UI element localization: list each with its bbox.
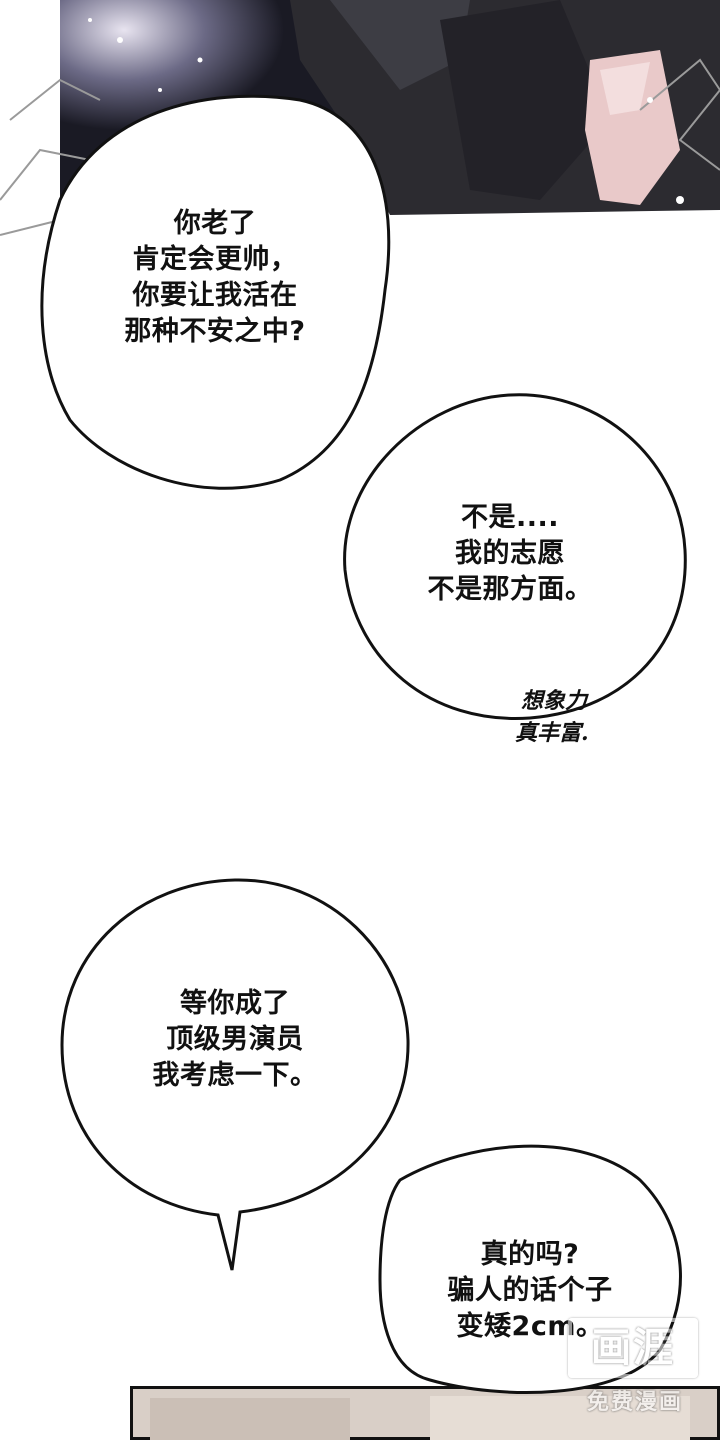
bottom-comic-panel bbox=[130, 1386, 720, 1440]
watermark: 画涯 免费漫画 bbox=[560, 1318, 710, 1430]
comic-artwork-scene bbox=[130, 1386, 720, 1440]
bubble-2-line-1: 不是.... bbox=[460, 502, 560, 533]
handwritten-aside-line-1: 想象力 bbox=[521, 688, 588, 714]
bubble-1-line-1: 你老了 bbox=[173, 208, 257, 239]
watermark-subtitle: 免费漫画 bbox=[586, 1390, 683, 1415]
bubble-2-text: 不是.... 我的志愿 不是那方面。 bbox=[400, 500, 620, 608]
bubble-3-line-3: 我考虑一下。 bbox=[152, 1060, 318, 1091]
bubble-4-line-2: 骗人的话个子 bbox=[447, 1275, 613, 1306]
bubble-4-line-1: 真的吗? bbox=[480, 1239, 580, 1270]
bubble-2-line-3: 不是那方面。 bbox=[427, 574, 593, 605]
top-comic-panel bbox=[0, 0, 720, 240]
handwritten-aside-line-2: 真丰富. bbox=[515, 720, 589, 746]
bubble-3-line-2: 顶级男演员 bbox=[166, 1024, 304, 1055]
bubble-1-line-2: 肯定会更帅， bbox=[132, 244, 298, 275]
handwritten-aside: 想象力 真丰富. bbox=[515, 685, 645, 749]
bubble-3-line-1: 等你成了 bbox=[180, 988, 290, 1019]
bubble-4-line-3: 变矮2cm。 bbox=[456, 1311, 604, 1342]
bubble-1-line-3: 你要让我活在 bbox=[132, 280, 298, 311]
watermark-logo: 画涯 bbox=[568, 1318, 698, 1378]
bubble-2-line-2: 我的志愿 bbox=[455, 538, 565, 569]
bubble-1-line-4: 那种不安之中? bbox=[124, 316, 306, 347]
bubble-1-text: 你老了 肯定会更帅， 你要让我活在 那种不安之中? bbox=[90, 206, 340, 350]
bubble-3-text: 等你成了 顶级男演员 我考虑一下。 bbox=[120, 986, 350, 1094]
bubble-4-text: 真的吗? 骗人的话个子 变矮2cm。 bbox=[415, 1237, 645, 1345]
comic-artwork-figure bbox=[0, 0, 720, 240]
